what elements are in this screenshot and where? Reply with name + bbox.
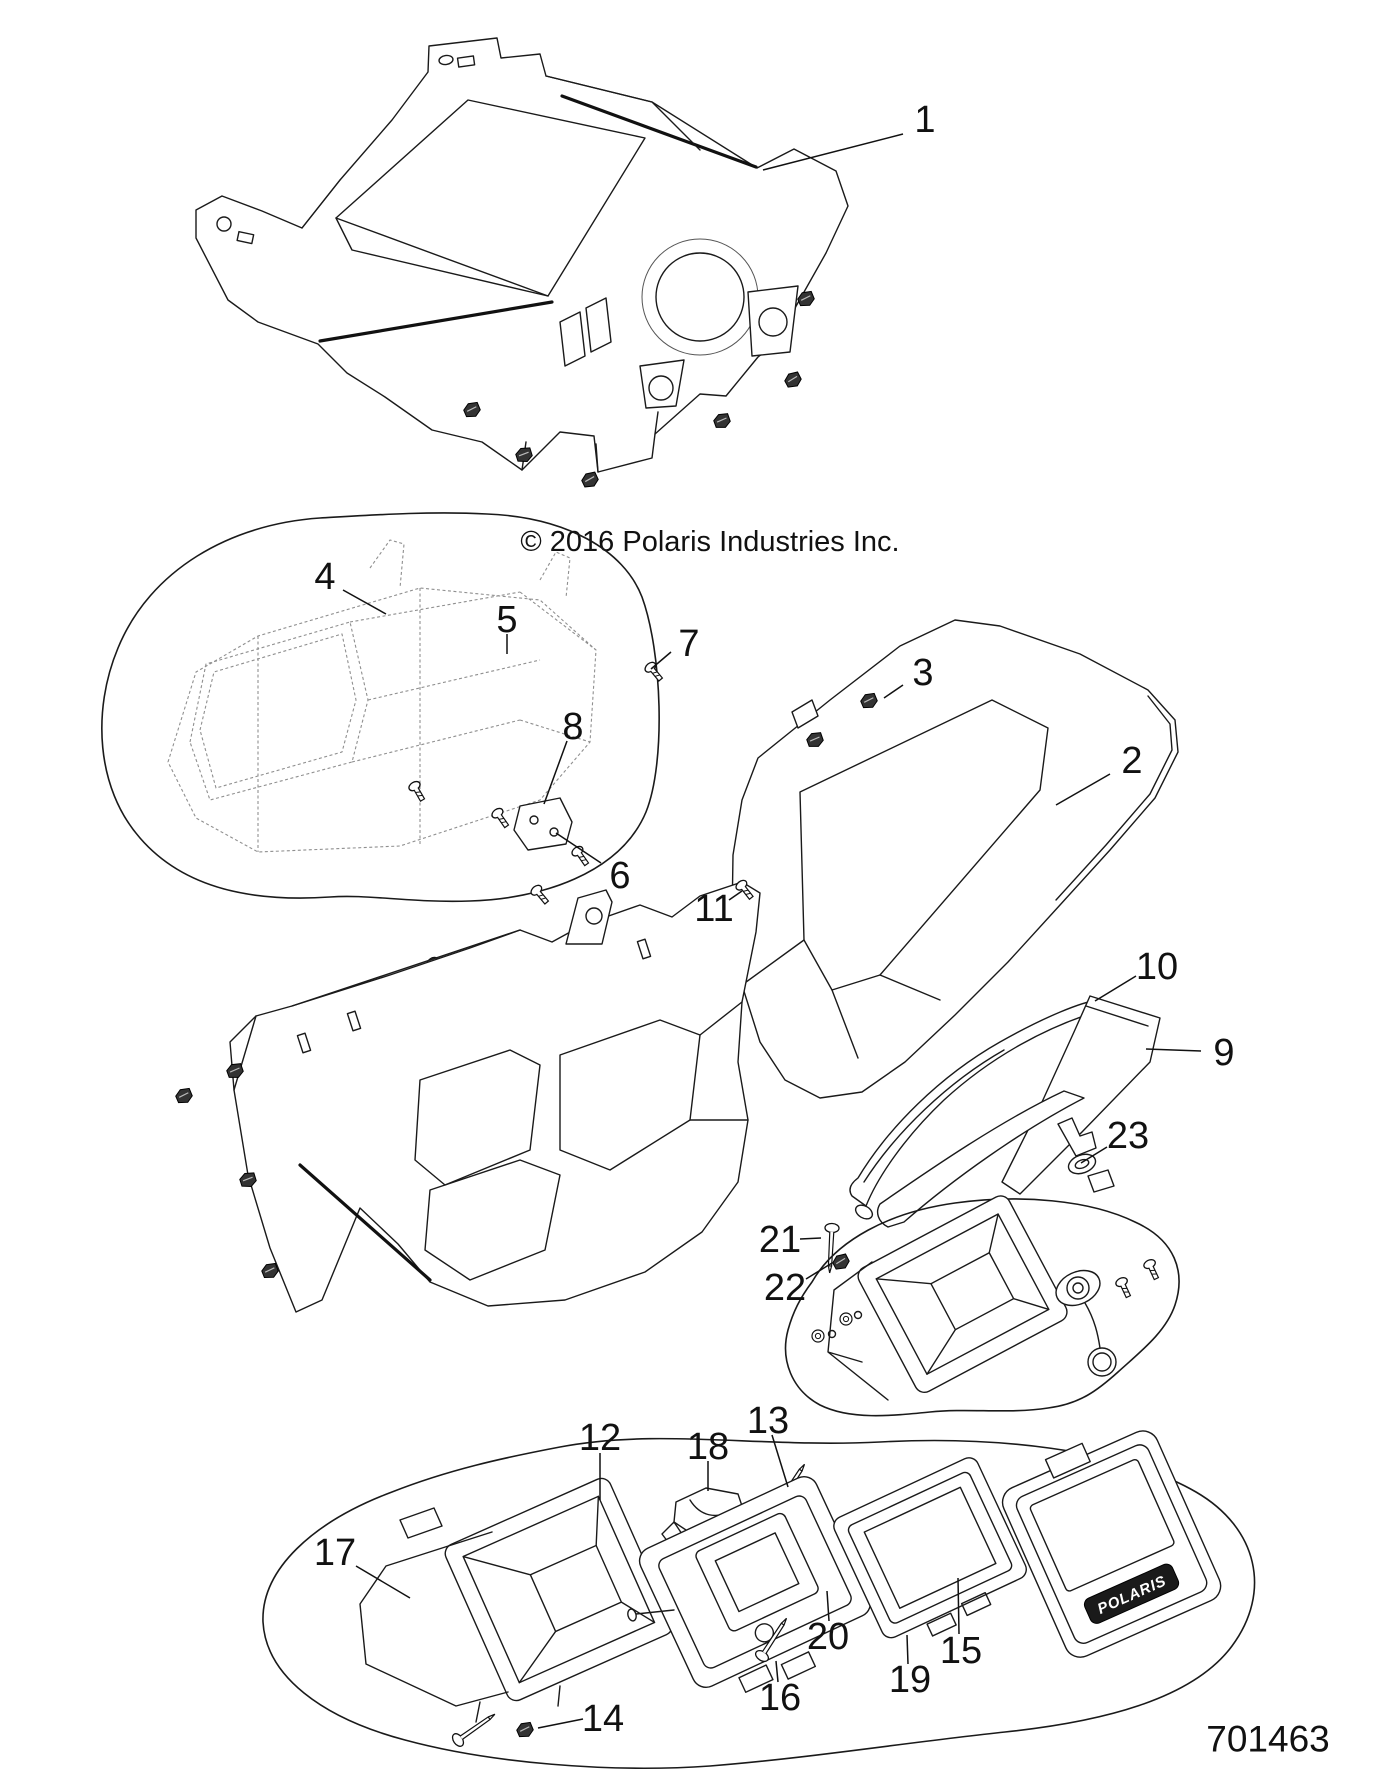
- callout-leader-21: [799, 1237, 822, 1240]
- callout-leader-15: [957, 1577, 960, 1635]
- detail-bubble-headlight: [101, 512, 666, 980]
- part-lower-dash-panel: [173, 881, 761, 1313]
- copyright-text: © 2016 Polaris Industries Inc.: [520, 526, 899, 558]
- screw-icon: [449, 1707, 500, 1749]
- callout-number-20: 20: [807, 1616, 849, 1658]
- callout-number-3: 3: [912, 652, 933, 694]
- callout-number-6: 6: [609, 855, 630, 897]
- outlet-screw-icon: [1141, 1257, 1163, 1282]
- callout-leader-22: [805, 1262, 833, 1280]
- callout-number-22: 22: [764, 1267, 806, 1309]
- callout-leader-7: [650, 651, 672, 670]
- part-power-outlet: [1055, 1269, 1117, 1377]
- callout-leader-8: [543, 740, 568, 805]
- callout-number-8: 8: [562, 706, 583, 748]
- part-storage-box: [857, 1195, 1068, 1394]
- part-gauge-bezel-cover: POLARIS: [1001, 1430, 1222, 1658]
- callout-leader-2: [1055, 773, 1111, 806]
- diagram-number: 701463: [1206, 1719, 1329, 1760]
- callout-number-4: 4: [314, 556, 335, 598]
- callout-number-14: 14: [582, 1698, 624, 1740]
- callout-number-10: 10: [1136, 946, 1178, 988]
- callout-number-11: 11: [694, 888, 733, 930]
- callout-number-23: 23: [1107, 1115, 1149, 1157]
- clip-14-icon: [514, 1720, 536, 1740]
- callout-leader-1: [762, 133, 904, 171]
- callout-leader-3: [883, 684, 904, 699]
- part-glovebox-latch: [1057, 1117, 1115, 1193]
- callout-number-21: 21: [759, 1219, 801, 1261]
- callout-number-16: 16: [759, 1677, 801, 1719]
- callout-number-18: 18: [687, 1426, 729, 1468]
- outlet-cap-icon: [1087, 1347, 1117, 1377]
- part-gauge-display: [833, 1457, 1027, 1639]
- callout-number-19: 19: [889, 1659, 931, 1701]
- callout-leader-4: [342, 589, 387, 615]
- callout-leader-16: [775, 1660, 779, 1683]
- callout-number-13: 13: [747, 1400, 789, 1442]
- callout-leader-20: [826, 1590, 830, 1622]
- clip-22-icon: [830, 1252, 852, 1272]
- part-storage-bin: [359, 1477, 674, 1723]
- detail-bubble-storage-outlet: [784, 1195, 1180, 1417]
- part-dash-top-cover: [195, 37, 849, 490]
- callout-number-7: 7: [678, 623, 699, 665]
- detail-bubble-gauge-cluster: POLARIS: [262, 1430, 1256, 1769]
- callout-leader-9: [1145, 1048, 1202, 1052]
- callout-leader-23: [1080, 1146, 1108, 1164]
- callout-number-2: 2: [1121, 740, 1142, 782]
- washer-icon: [811, 1310, 863, 1343]
- part-gauge-holder-frame: [638, 1476, 872, 1693]
- bracket-screw-icon: [569, 843, 593, 869]
- callout-leader-19: [906, 1634, 909, 1665]
- callout-number-17: 17: [314, 1532, 356, 1574]
- part-upper-dash-trim: [731, 619, 1179, 1099]
- part-headlight-bracket: [489, 797, 593, 869]
- callout-number-9: 9: [1213, 1032, 1234, 1074]
- outlet-screw-icon: [1113, 1275, 1135, 1300]
- callout-leader-6: [555, 832, 602, 864]
- callout-number-12: 12: [579, 1417, 621, 1459]
- callout-leader-14: [537, 1718, 584, 1729]
- callout-number-5: 5: [496, 599, 517, 641]
- callout-leader-17: [355, 1565, 411, 1599]
- callout-number-1: 1: [914, 99, 935, 141]
- callout-number-15: 15: [940, 1630, 982, 1672]
- polaris-badge: [1083, 1563, 1180, 1624]
- callout-leader-13: [771, 1434, 789, 1488]
- callout-leader-11: [728, 890, 743, 901]
- part-headlight-housing: [167, 539, 597, 853]
- callout-leader-10: [1094, 975, 1137, 1002]
- part-glovebox-door: [854, 995, 1161, 1228]
